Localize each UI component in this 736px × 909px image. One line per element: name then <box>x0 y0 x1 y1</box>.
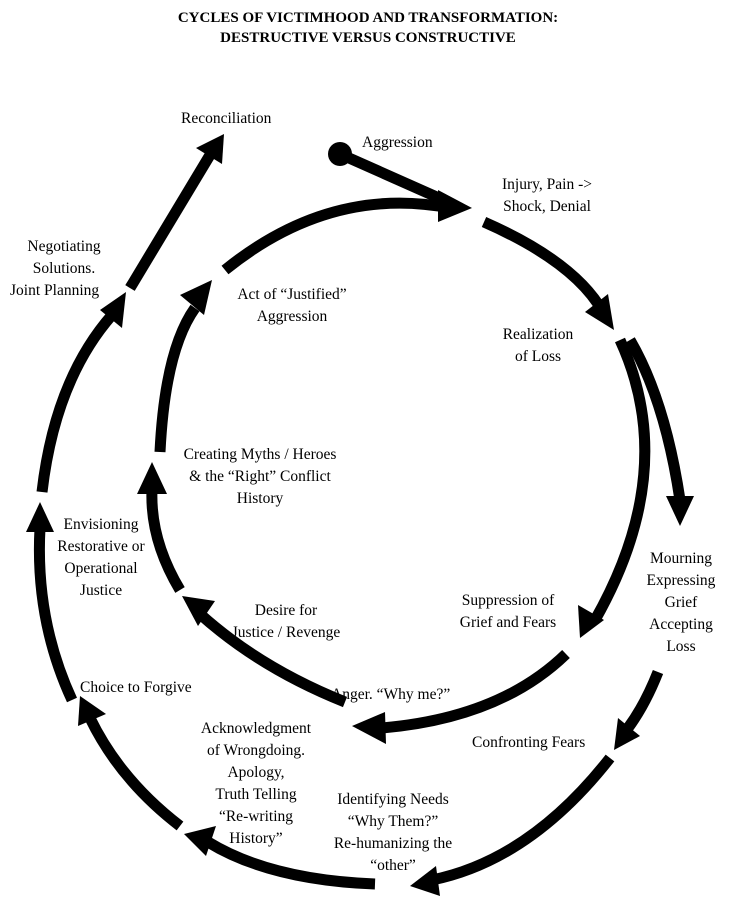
label-injury-line-2: Shock, Denial <box>503 198 591 215</box>
label-suppression-line-1: Suppression of <box>461 592 555 609</box>
label-reconciliation: Reconciliation <box>181 110 272 127</box>
label-envision: Envisioning Restorative or Operational J… <box>46 514 156 602</box>
arrow-injury-to-realization <box>481 216 608 315</box>
label-mourning-line-2: Expressing <box>646 572 716 589</box>
arrow-suppression-to-anger <box>381 650 570 734</box>
label-needs-line-1: Identifying Needs <box>337 791 449 808</box>
arrowhead-mourning <box>666 496 694 526</box>
label-anger: Anger. “Why me?” <box>331 686 451 703</box>
title-line-2: DESTRUCTIVE VERSUS CONSTRUCTIVE <box>220 30 516 46</box>
label-desire-line-1: Desire for <box>254 602 318 619</box>
arrow-justified-to-injury <box>221 197 452 275</box>
arrowhead-needs <box>410 866 440 896</box>
diagram-title: CYCLES OF VICTIMHOOD AND TRANSFORMATION:… <box>0 8 736 48</box>
arrow-desire-to-myths <box>146 489 185 593</box>
label-myths-line-1: Creating Myths / Heroes <box>183 446 337 463</box>
arrow-anger-to-desire <box>196 609 348 708</box>
label-mourning-line-1: Mourning <box>650 550 712 567</box>
arrowhead-reconciliation <box>196 134 224 164</box>
label-acknowledgment-line-2: of Wrongdoing. <box>206 742 306 759</box>
label-mourning: Mourning Expressing Grief Accepting Loss <box>634 548 728 658</box>
arrowhead-acknowledgment <box>184 826 216 856</box>
arrowhead-anger <box>352 712 386 744</box>
label-mourning-line-3: Grief <box>664 594 698 611</box>
arrow-mourning-to-confronting <box>623 669 664 732</box>
label-acknowledgment-line-4: Truth Telling <box>215 786 297 803</box>
label-acknowledgment-line-1: Acknowledgment <box>200 720 312 737</box>
label-acknowledgment-line-6: History” <box>229 830 283 847</box>
arrowhead-justified <box>180 280 212 315</box>
label-acknowledgment: Acknowledgment of Wrongdoing. Apology, T… <box>186 718 326 850</box>
arrowhead-injury <box>438 190 472 222</box>
label-suppression-line-2: Grief and Fears <box>459 614 557 631</box>
arrowhead-realization <box>585 294 614 330</box>
label-envision-line-3: Operational <box>64 560 138 577</box>
label-negotiating-line-3: Joint Planning <box>10 282 100 299</box>
label-realization: Realization of Loss <box>490 324 586 368</box>
label-desire-line-2: Justice / Revenge <box>231 624 341 641</box>
label-needs-line-2: “Why Them?” <box>347 813 439 830</box>
arrow-acknowledgment-to-forgive <box>85 715 184 831</box>
arrow-envision-to-negotiating <box>36 311 117 493</box>
arrow-needs-to-acknowledgment <box>205 837 376 890</box>
label-negotiating: Negotiating Solutions. <box>20 236 108 280</box>
label-mourning-line-4: Accepting <box>649 616 713 633</box>
label-envision-line-4: Justice <box>79 582 123 599</box>
label-myths-line-2: & the “Right” Conflict <box>189 468 331 485</box>
label-needs-line-3: Re-humanizing the <box>333 835 453 852</box>
arrowhead-desire <box>182 596 215 626</box>
label-needs-line-4: “other” <box>370 857 416 874</box>
label-injury-line-1: Injury, Pain -> <box>502 176 592 193</box>
arrowhead-envision <box>26 502 54 532</box>
label-suppression: Suppression of Grief and Fears <box>446 590 570 634</box>
label-confronting: Confronting Fears <box>472 734 586 751</box>
label-envision-line-2: Restorative or <box>57 538 145 555</box>
arrow-realization-to-suppression <box>590 337 651 623</box>
label-envision-line-1: Envisioning <box>63 516 139 533</box>
label-aggression: Aggression <box>362 134 433 151</box>
label-acknowledgment-line-3: Apology, <box>227 764 285 781</box>
title-line-1: CYCLES OF VICTIMHOOD AND TRANSFORMATION: <box>177 10 559 26</box>
label-myths: Creating Myths / Heroes & the “Right” Co… <box>164 444 356 510</box>
label-acknowledgment-line-5: “Re-writing <box>218 808 294 825</box>
arrow-aggression-to-injury <box>337 148 451 208</box>
label-justified-line-2: Aggression <box>256 308 328 325</box>
arrow-negotiating-to-reconciliation <box>125 152 215 291</box>
arrowhead-suppression <box>578 605 604 638</box>
arrowhead-myths <box>137 462 167 494</box>
label-negotiating-line-1: Negotiating <box>27 238 101 255</box>
arrowhead-confronting <box>614 718 640 750</box>
arrowhead-negotiating <box>100 292 126 328</box>
label-justified: Act of “Justified” Aggression <box>218 284 366 328</box>
label-injury: Injury, Pain -> Shock, Denial <box>486 174 608 218</box>
arrowhead-forgive <box>78 696 106 726</box>
label-realization-line-1: Realization <box>502 326 574 343</box>
arrow-myths-to-justified <box>154 304 200 453</box>
label-negotiating-line-2: Solutions. <box>32 260 96 277</box>
label-realization-line-2: of Loss <box>514 348 562 365</box>
label-desire: Desire for Justice / Revenge <box>218 600 354 644</box>
label-forgive: Choice to Forgive <box>80 679 192 696</box>
label-needs: Identifying Needs “Why Them?” Re-humaniz… <box>318 789 468 877</box>
label-myths-line-3: History <box>236 490 284 507</box>
arrow-forgive-to-envision <box>33 527 77 703</box>
label-mourning-line-5: Loss <box>666 638 696 655</box>
label-justified-line-1: Act of “Justified” <box>237 286 347 303</box>
arrow-realization-to-mourning <box>625 337 686 501</box>
arrow-confronting-to-needs <box>430 754 615 886</box>
